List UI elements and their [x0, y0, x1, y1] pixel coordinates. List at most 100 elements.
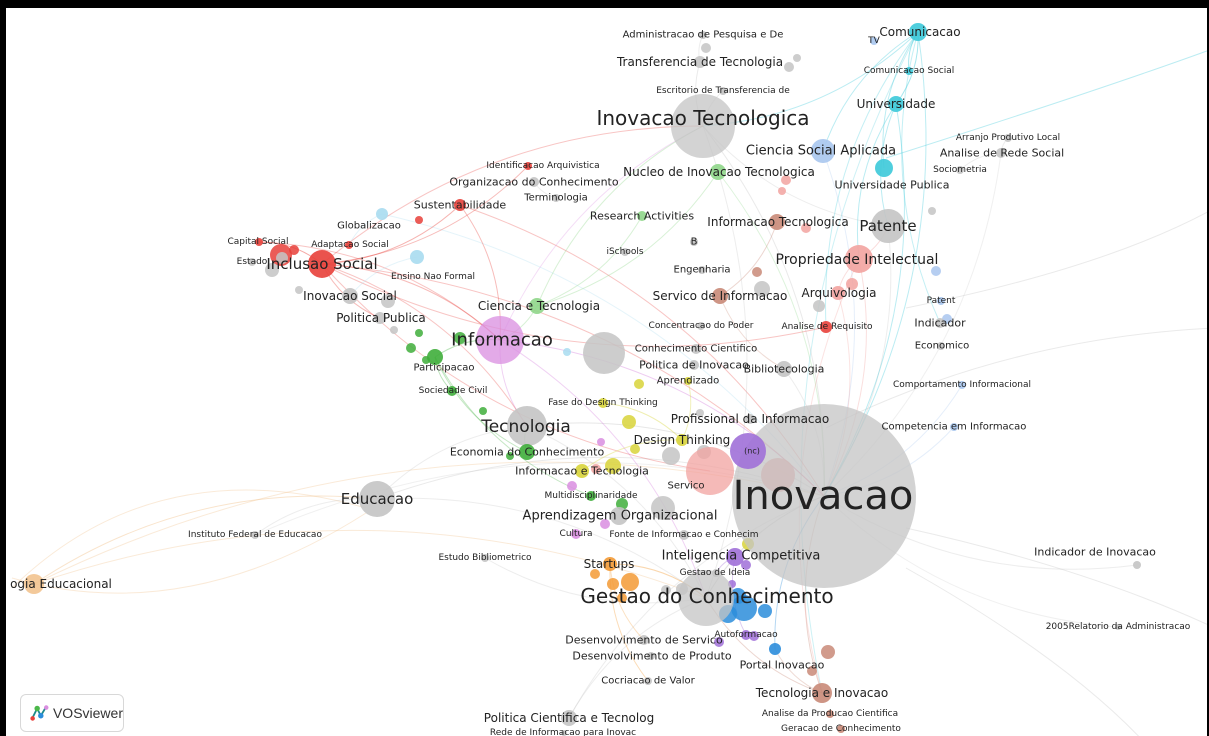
node-politica-inovacao[interactable] — [689, 360, 699, 370]
cluster-node[interactable] — [714, 637, 724, 647]
cluster-node[interactable] — [454, 332, 466, 344]
cluster-node[interactable] — [605, 458, 621, 474]
node-arranjo-produtivo[interactable] — [1004, 134, 1012, 142]
node-inteligencia-competitiva[interactable] — [726, 548, 744, 566]
node-capital-social[interactable] — [255, 238, 263, 246]
node-engenharia[interactable] — [698, 266, 706, 274]
cluster-node[interactable] — [793, 54, 801, 62]
cluster-node[interactable] — [265, 263, 279, 277]
cluster-node[interactable] — [752, 267, 762, 277]
cluster-node[interactable] — [813, 300, 825, 312]
node-universidade-publica[interactable] — [875, 159, 893, 177]
cluster-node[interactable] — [778, 187, 786, 195]
cluster-node[interactable] — [583, 332, 625, 374]
node-relatorio-administracao[interactable] — [1115, 624, 1121, 630]
node-propriedade-intelectual[interactable] — [845, 245, 873, 273]
cluster-node[interactable] — [651, 496, 675, 520]
cluster-node[interactable] — [749, 631, 759, 641]
cluster-node[interactable] — [479, 407, 487, 415]
cluster-node[interactable] — [696, 409, 704, 417]
node-identificacao-arquivistica[interactable] — [524, 162, 532, 170]
node-adaptacao-social[interactable] — [345, 241, 353, 249]
cluster-node[interactable] — [661, 585, 671, 595]
node-transferencia-tecnologia[interactable] — [694, 56, 706, 68]
node-educacao[interactable] — [359, 481, 395, 517]
node-terminologia[interactable] — [552, 194, 560, 202]
cluster-node[interactable] — [634, 379, 644, 389]
node-competencia-informacao[interactable] — [950, 423, 958, 431]
node-startups[interactable] — [603, 557, 617, 571]
node-multidisciplinaridade[interactable] — [586, 491, 596, 501]
cluster-node[interactable] — [415, 216, 423, 224]
node-desenvolvimento-produto[interactable] — [647, 652, 655, 660]
node-estado[interactable] — [248, 258, 256, 266]
node-inovacao-social[interactable] — [342, 288, 358, 304]
node-fonte-informacao[interactable] — [679, 530, 689, 540]
node-fase-design-thinking[interactable] — [598, 398, 608, 408]
cluster-node[interactable] — [758, 604, 772, 618]
cluster-node[interactable] — [846, 278, 858, 290]
node-gestao-ideia[interactable] — [712, 569, 720, 577]
node-informacao[interactable] — [476, 316, 524, 364]
node-informacao-e-tecnologia[interactable] — [575, 464, 589, 478]
cluster-node[interactable] — [600, 519, 610, 529]
cluster-node[interactable] — [801, 223, 811, 233]
cluster-node[interactable] — [701, 43, 711, 53]
node-administracao-pesquisa[interactable] — [699, 31, 707, 39]
node-servico[interactable] — [686, 447, 734, 495]
cluster-node[interactable] — [381, 294, 395, 308]
node-comunicacao[interactable] — [909, 23, 927, 41]
node-cocriacao-valor[interactable] — [644, 677, 652, 685]
node-tv[interactable] — [870, 37, 878, 45]
node-patente[interactable] — [871, 209, 905, 243]
node-universidade[interactable] — [888, 96, 904, 112]
cluster-node[interactable] — [506, 452, 514, 460]
cluster-node[interactable] — [630, 444, 640, 454]
node-bibliotecologia[interactable] — [776, 361, 792, 377]
cluster-node[interactable] — [591, 464, 601, 474]
node-indicador-inovacao[interactable] — [1133, 561, 1141, 569]
cluster-node[interactable] — [607, 578, 619, 590]
node-globalizacao[interactable] — [376, 208, 388, 220]
node-sustentabilidade[interactable] — [454, 199, 466, 211]
vosviewer-logo-button[interactable]: VOSviewer — [20, 694, 124, 732]
node-ciencia-tecnologia[interactable] — [529, 298, 545, 314]
cluster-node[interactable] — [567, 481, 577, 491]
node-sociedade-civil[interactable] — [447, 386, 457, 396]
node-desenvolvimento-servico[interactable] — [639, 635, 649, 645]
node-concentracao-poder[interactable] — [697, 322, 705, 330]
node-analise-rede-social[interactable] — [996, 148, 1006, 158]
node-instituto-federal[interactable] — [251, 531, 259, 539]
node-tecnologia[interactable] — [507, 406, 547, 446]
node-nc[interactable] — [730, 433, 766, 469]
node-estudo-bibliometrico[interactable] — [481, 554, 489, 562]
cluster-node[interactable] — [754, 281, 770, 297]
node-patent[interactable] — [937, 297, 945, 305]
node-servico-informacao[interactable] — [712, 288, 728, 304]
cluster-node[interactable] — [662, 447, 680, 465]
cluster-node[interactable] — [928, 207, 936, 215]
node-gestao-conhecimento[interactable] — [678, 570, 734, 626]
node-economia-conhecimento[interactable] — [519, 444, 535, 460]
cluster-node[interactable] — [617, 593, 627, 603]
cluster-node[interactable] — [784, 62, 794, 72]
node-indicador[interactable] — [935, 318, 945, 328]
cluster-node[interactable] — [406, 343, 416, 353]
node-nucleo-inovacao[interactable] — [710, 164, 726, 180]
node-conhecimento-cientifico[interactable] — [691, 344, 701, 354]
node-informacao-tecnologica[interactable] — [769, 214, 785, 230]
node-inclusao-social[interactable] — [308, 250, 336, 278]
node-geracao-conhecimento[interactable] — [837, 725, 845, 733]
node-b[interactable] — [690, 238, 698, 246]
node-analise-requisito[interactable] — [820, 321, 832, 333]
node-tecnologia-inovacao[interactable] — [812, 683, 832, 703]
cluster-node[interactable] — [931, 266, 941, 276]
node-aprendizado[interactable] — [684, 377, 692, 385]
node-rede-informacao[interactable] — [561, 730, 567, 736]
cluster-node[interactable] — [289, 245, 299, 255]
node-sociometria[interactable] — [956, 166, 964, 174]
node-escritorio-transferencia[interactable] — [719, 87, 727, 95]
cluster-node[interactable] — [390, 326, 398, 334]
cluster-node[interactable] — [730, 588, 746, 604]
